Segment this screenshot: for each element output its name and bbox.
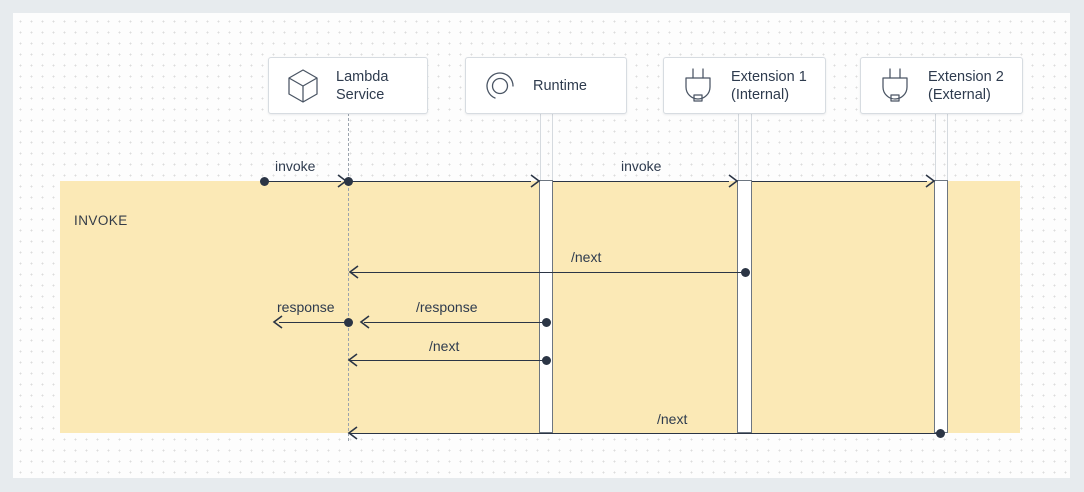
plug-icon [875,66,915,106]
message-line-next-extension-1 [350,272,746,273]
message-line-invoke-external [264,181,341,182]
message-label-next-extension-2: /next [657,411,688,427]
message-line-next-runtime [350,360,547,361]
lifeline-runtime-right [552,113,553,183]
message-line-response-runtime [364,322,547,323]
lifeline-extension-2-left [935,113,936,183]
message-line-invoke-runtime-to-ext1 [553,181,729,182]
lifeline-extension-1-right [751,113,752,183]
activation-bar-runtime [539,180,553,433]
arrowhead-next-extension-1 [348,265,359,279]
lifeline-extension-2-right [947,113,948,183]
lifeline-runtime-left [540,113,541,183]
arrowhead-invoke-runtime [530,174,541,188]
message-label-invoke-chain: invoke [621,158,662,174]
message-line-next-extension-2 [350,433,941,434]
message-label-response-runtime: /response [416,299,478,315]
lifeline-lambda-service [348,113,349,441]
cube-icon [283,66,323,106]
arrowhead-response-external [272,315,283,329]
arrowhead-response-runtime [359,315,370,329]
message-line-invoke-lambda-to-runtime [348,181,531,182]
message-line-response-external [279,322,348,323]
participant-label-extension-2: Extension 2 (External) [928,68,1004,103]
spinner-circle-icon [480,66,520,106]
invoke-phase-label: INVOKE [74,213,128,228]
participant-label-lambda-service: Lambda Service [336,68,389,103]
participant-label-runtime: Runtime [533,77,587,94]
activation-bar-extension-2 [934,180,948,433]
arrowhead-invoke-extension-1 [728,174,739,188]
plug-icon [678,66,718,106]
lifeline-extension-1-left [738,113,739,183]
message-label-next-runtime: /next [429,338,460,354]
participant-extension-2[interactable]: Extension 2 (External) [860,57,1023,114]
message-label-response-external: response [277,299,335,315]
message-line-invoke-ext1-to-ext2 [752,181,927,182]
activation-bar-extension-1 [737,180,752,433]
message-label-next-extension-1: /next [571,249,602,265]
arrowhead-next-runtime [347,353,358,367]
participant-lambda-service[interactable]: Lambda Service [268,57,428,114]
diagram-canvas: INVOKE invoke invoke [13,13,1070,478]
message-label-invoke-external: invoke [275,158,316,174]
participant-label-extension-1: Extension 1 (Internal) [731,68,807,103]
arrowhead-next-extension-2 [347,426,358,440]
message-origin-dot-response-external [344,318,353,327]
participant-runtime[interactable]: Runtime [465,57,627,114]
participant-extension-1[interactable]: Extension 1 (Internal) [663,57,826,114]
arrowhead-invoke-extension-2 [925,174,936,188]
